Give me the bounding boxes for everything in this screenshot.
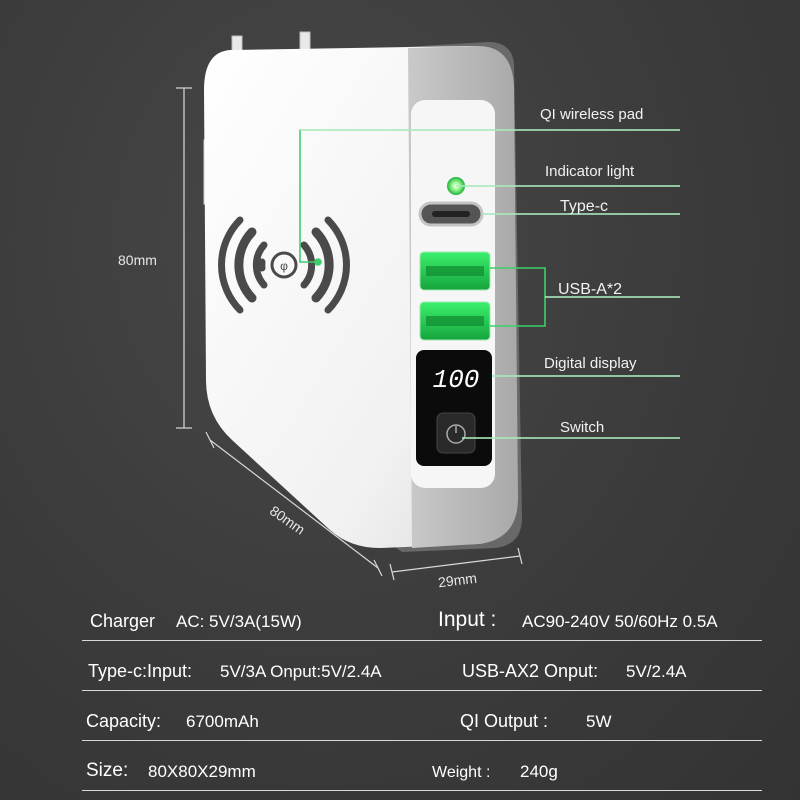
- spec-typec-value: 5V/3A Onput:5V/2.4A: [220, 662, 382, 681]
- spec-typec-key: Type-c:Input:: [88, 661, 193, 681]
- callout-switch: Switch: [560, 419, 605, 436]
- spec-weight-key: Weight :: [432, 764, 491, 781]
- spec-row: Size: 80X80X29mm Weight : 240g: [82, 746, 762, 791]
- spec-qi-output-key: QI Output :: [460, 711, 549, 731]
- spec-input-key: Input :: [438, 608, 497, 631]
- spec-size-value: 80X80X29mm: [148, 762, 256, 781]
- dimension-lines: [176, 87, 523, 581]
- callout-type-c: Type-c: [560, 198, 609, 215]
- spec-capacity-value: 6700mAh: [186, 712, 259, 731]
- spec-row: Type-c:Input: 5V/3A Onput:5V/2.4A USB-AX…: [82, 646, 762, 691]
- usb-a-port-icon: [419, 251, 491, 291]
- spec-usbax2-value: 5V/2.4A: [626, 662, 687, 681]
- spec-row: Charger AC: 5V/3A(15W) Input : AC90-240V…: [82, 596, 762, 641]
- display-reading: 100: [433, 365, 480, 395]
- spec-capacity-key: Capacity:: [86, 711, 162, 731]
- callout-usb-a: USB-A*2: [558, 281, 623, 298]
- spec-charger-value: AC: 5V/3A(15W): [176, 612, 302, 631]
- spec-usbax2-key: USB-AX2 Onput:: [462, 661, 599, 681]
- callout-qi-pad: QI wireless pad: [540, 106, 644, 123]
- dimension-height-label: 80mm: [118, 252, 157, 268]
- spec-row: Capacity: 6700mAh QI Output : 5W: [82, 696, 762, 741]
- spec-input-value: AC90-240V 50/60Hz 0.5A: [522, 612, 718, 631]
- callout-digital-display: Digital display: [544, 355, 637, 372]
- qi-phi-glyph: φ: [280, 259, 288, 273]
- spec-size-key: Size:: [86, 760, 129, 781]
- spec-qi-output-value: 5W: [586, 712, 612, 731]
- callout-indicator-light: Indicator light: [545, 163, 635, 180]
- spec-charger-key: Charger: [90, 611, 156, 631]
- spec-weight-value: 240g: [520, 762, 558, 781]
- qi-wireless-symbol: [218, 216, 350, 314]
- power-icon: [446, 424, 466, 444]
- usb-a-port-icon: [419, 301, 491, 341]
